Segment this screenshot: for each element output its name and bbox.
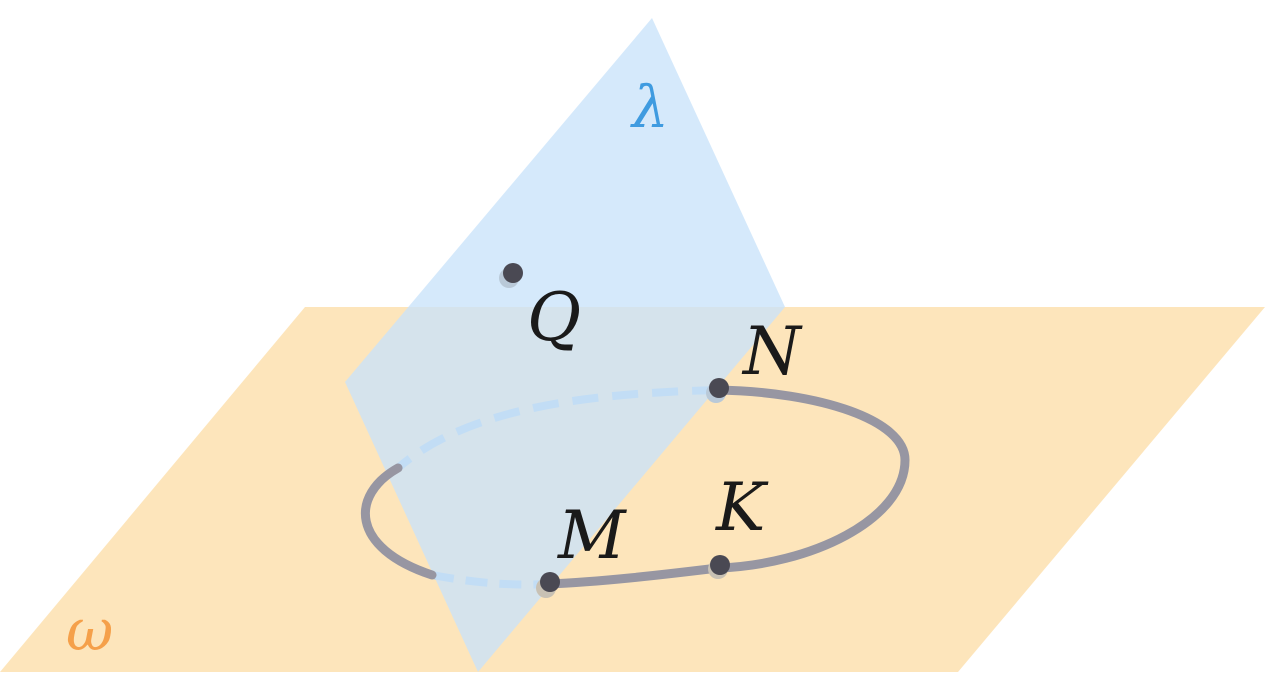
label-n: N	[741, 313, 803, 390]
point-q	[499, 263, 523, 288]
circle-visible-arc	[543, 385, 910, 589]
point-m	[536, 572, 560, 598]
label-m: M	[557, 497, 627, 574]
plane-omega	[0, 307, 1265, 672]
label-k: K	[715, 469, 769, 546]
label-omega: ω	[66, 596, 113, 664]
point-k	[708, 555, 730, 579]
circle-left-arc	[360, 463, 437, 580]
label-lambda: λ	[630, 73, 669, 141]
point-n	[706, 378, 729, 403]
label-q: Q	[527, 279, 581, 356]
plane-lambda	[345, 18, 785, 672]
